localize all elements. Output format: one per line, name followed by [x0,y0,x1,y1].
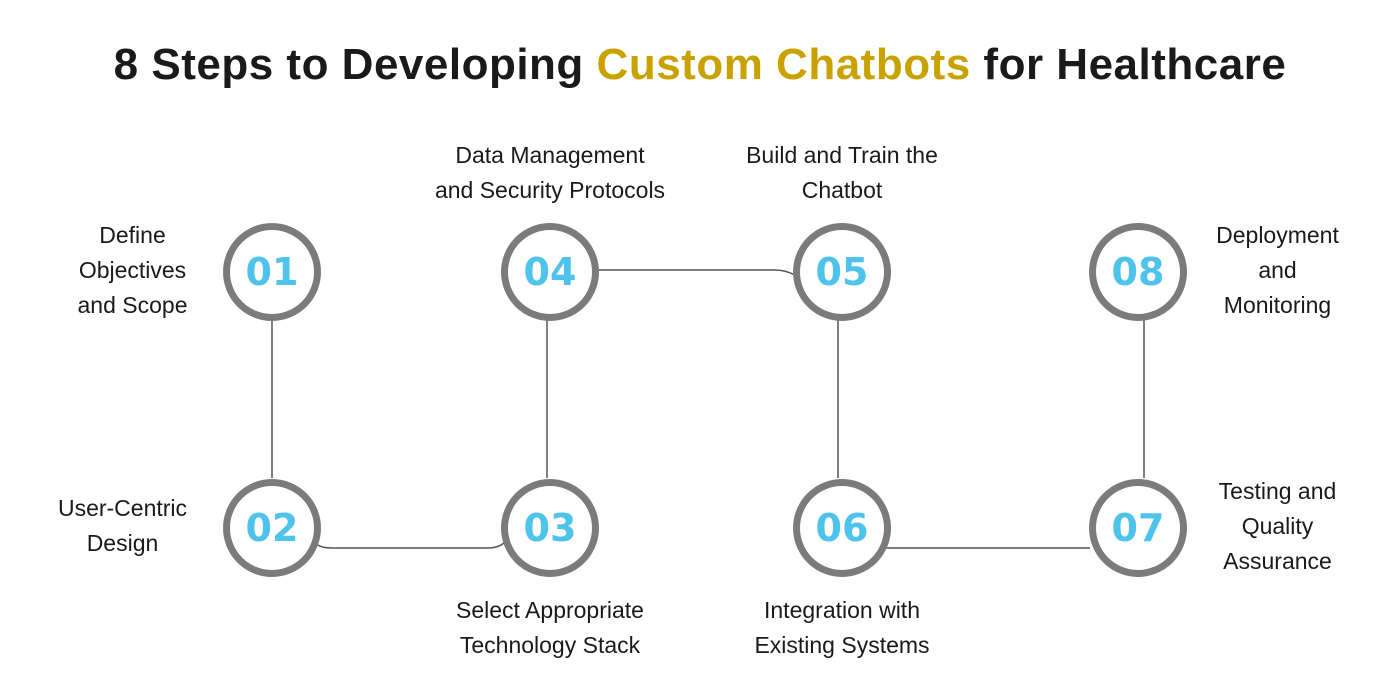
step-01-label: Define Objectives and Scope [77,222,188,318]
step-05-number: 05 [815,250,869,294]
step-05-circle: 05 [793,223,891,321]
title-highlight: Custom Chatbots [596,40,971,89]
step-04-label: Data Management and Security Protocols [434,142,666,203]
step-03-circle: 03 [501,479,599,577]
step-08-number: 08 [1111,250,1165,294]
connector-04-05 [598,269,796,276]
page-title: 8 Steps to Developing Custom Chatbots fo… [0,40,1400,90]
connector-02-03 [317,542,505,549]
step-07-number: 07 [1111,506,1165,550]
title-part-1: 8 Steps to Developing [113,40,597,89]
step-08-label: Deployment and Monitoring [1216,222,1339,318]
step-07-circle: 07 [1089,479,1187,577]
step-03-number: 03 [523,506,577,550]
step-03-label: Select Appropriate Technology Stack [456,597,644,658]
step-06-label: Integration with Existing Systems [754,597,930,658]
step-02-circle: 02 [223,479,321,577]
step-04-number: 04 [523,250,577,294]
step-07-label: Testing and Quality Assurance [1218,478,1337,574]
step-02-number: 02 [245,506,299,550]
step-01-number: 01 [245,250,299,294]
step-02-label: User-Centric Design [57,495,188,556]
step-05-label: Build and Train the Chatbot [746,142,938,203]
step-01-circle: 01 [223,223,321,321]
title-part-2: for Healthcare [970,40,1287,89]
step-06-number: 06 [815,506,869,550]
step-08-circle: 08 [1089,223,1187,321]
step-06-circle: 06 [793,479,891,577]
step-04-circle: 04 [501,223,599,321]
